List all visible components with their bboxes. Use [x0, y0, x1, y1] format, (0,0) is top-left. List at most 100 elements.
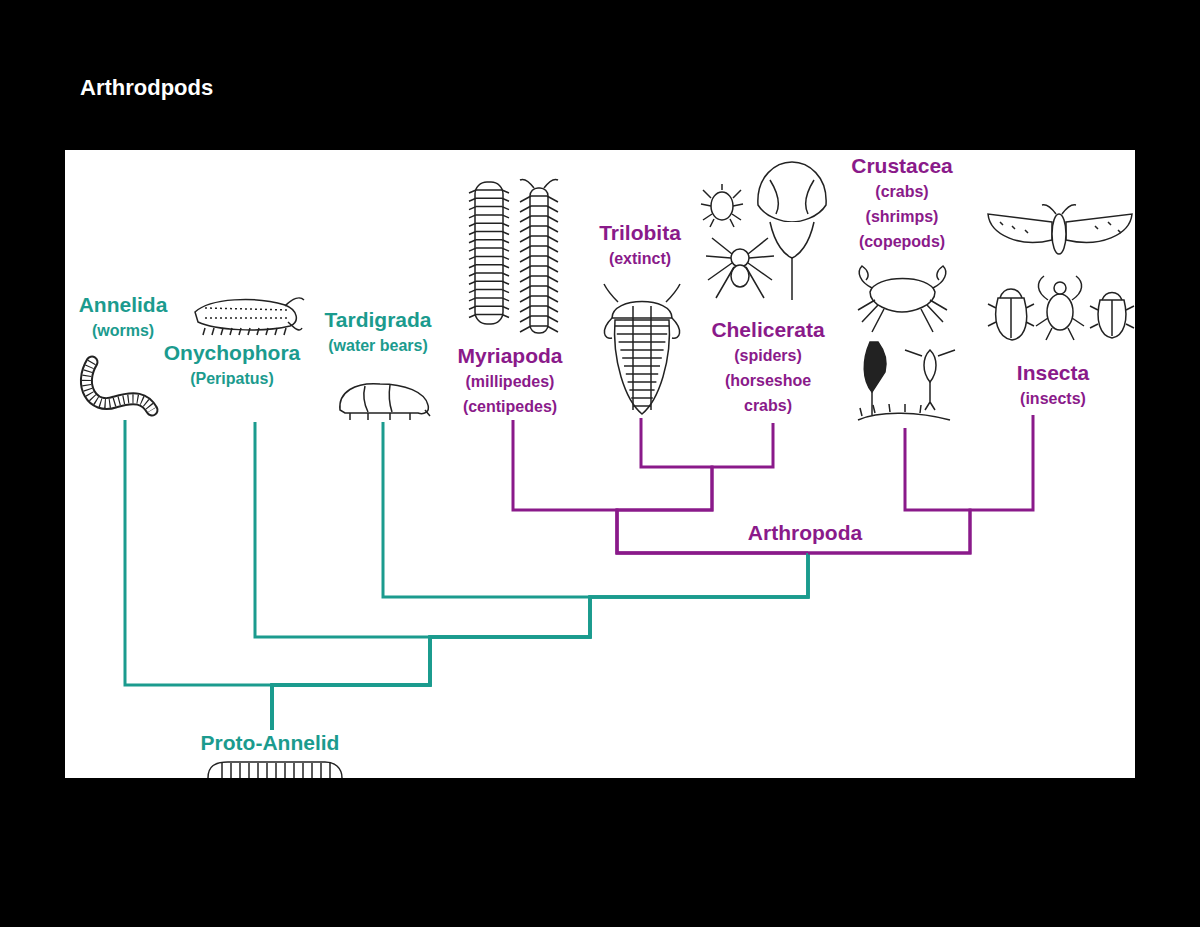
larva-drawing — [329, 763, 331, 778]
branch-segment — [272, 553, 808, 730]
larva-drawing — [311, 763, 313, 778]
peripatus-drawing — [221, 328, 223, 335]
centipede-drawing — [520, 306, 558, 312]
branch-segment — [125, 420, 272, 730]
centipede-drawing — [530, 188, 548, 333]
horseshoe-crab-drawing — [758, 162, 826, 222]
crustacean-drawings — [905, 350, 955, 410]
crab-drawing — [870, 279, 935, 313]
trilobite-drawing — [604, 284, 680, 414]
trilobite-drawing — [612, 302, 672, 319]
peripatus-drawing — [212, 328, 214, 335]
worm-drawing — [86, 362, 152, 410]
branch-segment — [272, 553, 808, 730]
tick-drawing — [701, 184, 743, 227]
millipede-drawing — [475, 182, 503, 324]
centipede-drawing — [520, 179, 558, 333]
common-name: (Peripatus) — [162, 366, 303, 391]
centipede-drawing — [520, 206, 558, 212]
trilobite-drawing — [604, 284, 680, 302]
taxon-name: Crustacea — [849, 153, 955, 179]
taxon-name: Trilobita — [597, 220, 683, 246]
branch-line — [272, 415, 1033, 730]
centipede-drawing — [520, 276, 558, 282]
larva-drawing — [239, 763, 241, 778]
animal-illustrations — [86, 162, 1134, 778]
millipede-drawing — [469, 315, 509, 318]
trilobite-drawing — [633, 306, 651, 410]
centipede-drawing — [520, 246, 558, 252]
centipede-drawing — [520, 266, 558, 272]
moth-drawing — [1052, 214, 1066, 254]
centipede-drawing — [520, 196, 558, 332]
centipede-drawing — [520, 296, 558, 302]
taxon-label: Chelicerata(spiders) (horseshoe crabs) — [709, 317, 827, 423]
larva-drawing — [230, 763, 232, 778]
peripatus-drawing — [275, 328, 277, 335]
larva-drawing — [275, 763, 277, 778]
larva-drawing — [208, 762, 342, 778]
taxon-name: Proto-Annelid — [199, 730, 342, 756]
moth-drawing — [1042, 205, 1076, 214]
larva-drawing — [248, 763, 250, 778]
worm-drawing — [86, 362, 152, 410]
page-title: Arthrodpods — [80, 75, 213, 101]
common-name: (extinct) — [597, 246, 683, 271]
peripatus-drawing — [195, 298, 304, 335]
centipede-drawing — [520, 326, 558, 332]
millipede-drawing — [469, 248, 509, 251]
spider-drawing — [706, 238, 774, 298]
peripatus-drawing — [203, 328, 205, 335]
common-name: (millipedes) (centipedes) — [463, 369, 557, 419]
millipede-drawing — [469, 273, 509, 276]
branch-line — [272, 428, 970, 730]
centipede-drawing — [520, 216, 558, 222]
tardigrade-drawing — [350, 410, 430, 420]
larva-drawing — [302, 763, 304, 778]
taxon-name: Myriapoda — [455, 343, 565, 369]
crustacean-drawings — [871, 392, 873, 415]
spider-drawing — [706, 238, 774, 298]
taxon-label: Trilobita(extinct) — [597, 220, 683, 418]
crab-drawing — [859, 266, 946, 288]
larva-drawing — [266, 763, 268, 778]
crustacean-drawings — [924, 350, 936, 382]
millipede-drawing — [469, 240, 509, 243]
peripatus-drawing — [203, 328, 286, 335]
branch-line — [272, 420, 808, 730]
peripatus-drawing — [195, 300, 296, 330]
common-name: (water bears) — [323, 333, 434, 358]
taxon-label: Annelida(worms) — [77, 292, 170, 420]
centipede-drawing — [520, 179, 558, 188]
horseshoe-crab-drawing — [758, 162, 826, 300]
trilobite-drawing — [624, 365, 660, 367]
crustacean-drawings — [864, 342, 886, 392]
millipede-drawing — [469, 265, 509, 268]
moth-drawing — [988, 214, 1052, 242]
millipede-drawing — [469, 190, 509, 193]
common-name: (insects) — [1015, 386, 1092, 411]
millipede-drawing — [469, 290, 509, 293]
millipede-drawing — [469, 198, 509, 201]
branch-segment — [272, 553, 808, 730]
peripatus-drawing — [285, 298, 304, 330]
peripatus-drawing — [205, 308, 290, 318]
branch-line — [272, 418, 808, 730]
taxon-label: Myriapoda(millipedes) (centipedes) — [455, 343, 565, 420]
centipede-drawing — [520, 316, 558, 322]
millipede-drawing — [469, 190, 509, 318]
branch-segment — [272, 553, 808, 730]
larva-drawing — [208, 762, 342, 778]
millipede-drawing — [469, 232, 509, 235]
crustacean-drawings — [858, 342, 955, 420]
larva-drawing — [257, 763, 259, 778]
beetle-drawings — [1036, 276, 1084, 340]
tardigrade-drawing — [364, 385, 392, 412]
trilobite-drawing — [628, 381, 657, 383]
millipede-drawing — [469, 207, 509, 210]
millipede-drawing — [469, 215, 509, 218]
branch-segment — [272, 553, 808, 730]
centipede-drawing — [520, 226, 558, 232]
trilobite-drawing — [619, 341, 666, 343]
beetle-drawings — [988, 276, 1134, 340]
